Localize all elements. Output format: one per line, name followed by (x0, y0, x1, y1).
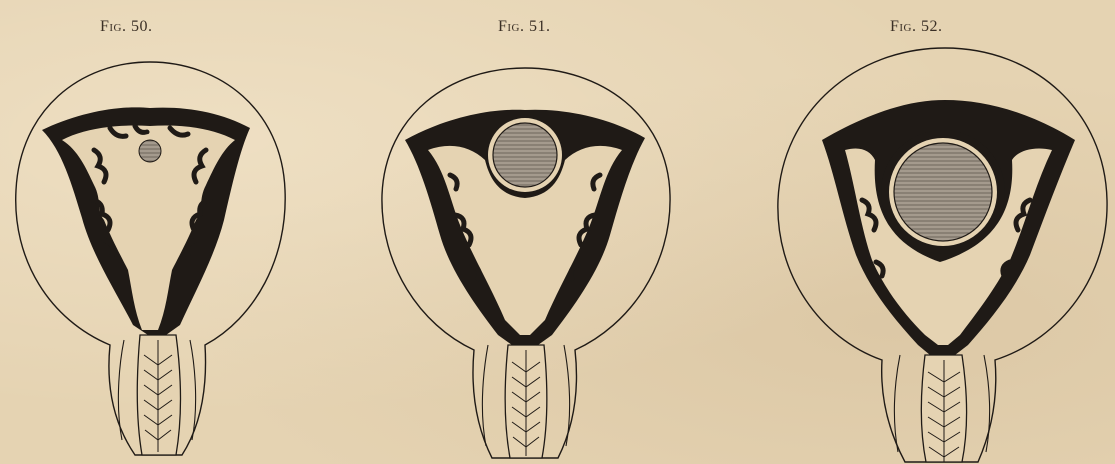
figure-50 (16, 62, 285, 455)
figure-52-mass (894, 143, 992, 241)
figure-51-mass (493, 123, 557, 187)
figure-50-small-mass (139, 140, 161, 162)
figure-52 (778, 48, 1107, 462)
figure-51 (382, 68, 670, 458)
